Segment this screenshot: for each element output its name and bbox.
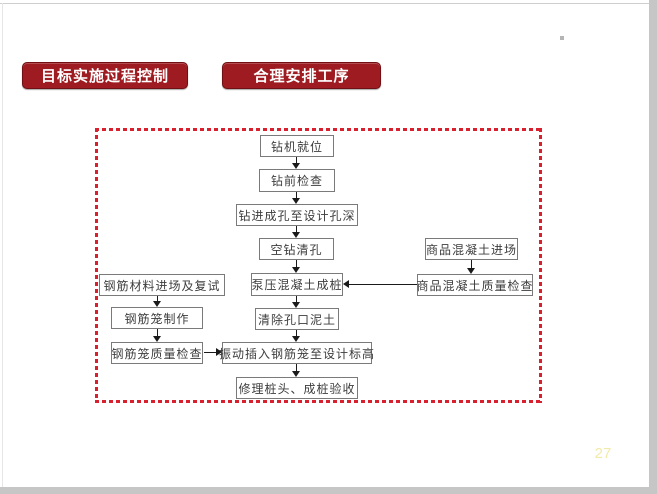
arrow-down-icon	[292, 330, 301, 342]
slide-bottom-margin	[0, 487, 657, 494]
arrow-down-icon	[292, 260, 301, 273]
slide-top-border	[0, 3, 649, 4]
flow-node-clear-hole-mouth-soil: 清除孔口泥土	[255, 308, 339, 330]
arrow-down-icon	[153, 329, 162, 342]
flowchart-frame-left	[95, 128, 98, 403]
arrow-left-icon	[343, 280, 417, 289]
flow-node-empty-drill-clean-hole: 空钻清孔	[259, 238, 334, 260]
flow-node-drill-to-design-depth: 钻进成孔至设计孔深	[236, 204, 358, 226]
flow-node-commercial-concrete-quality-check: 商品混凝土质量检查	[417, 274, 533, 296]
flow-node-pile-head-repair-acceptance: 修理桩头、成桩验收	[236, 377, 358, 399]
flow-node-drill-rig-positioning: 钻机就位	[260, 135, 334, 157]
stray-mark	[560, 36, 564, 40]
flow-node-rebar-cage-fabrication: 钢筋笼制作	[111, 307, 203, 329]
flow-node-pre-drill-inspection: 钻前检查	[259, 169, 335, 192]
flowchart-frame-top	[95, 128, 542, 131]
arrow-down-icon	[292, 157, 301, 169]
flow-node-pump-concrete-pile: 泵压混凝土成桩	[251, 273, 343, 296]
flow-node-rebar-cage-quality-check: 钢筋笼质量检查	[111, 342, 203, 364]
arrow-down-icon	[292, 226, 301, 238]
flow-node-commercial-concrete-entry: 商品混凝土进场	[425, 238, 518, 260]
arrow-down-icon	[292, 192, 301, 204]
flow-node-rebar-material-entry-retest: 钢筋材料进场及复试	[99, 274, 225, 296]
page-number: 27	[594, 445, 612, 462]
header-badge-process-control: 目标实施过程控制	[22, 62, 188, 89]
flow-node-insert-rebar-cage-to-elevation: 振动插入钢筋笼至设计标高	[219, 342, 374, 364]
header-badge-work-sequence: 合理安排工序	[222, 62, 381, 89]
arrow-down-icon	[467, 260, 476, 274]
arrow-down-icon	[153, 296, 162, 307]
flowchart-frame-right	[539, 128, 542, 403]
slide-left-border	[2, 3, 3, 487]
slide-right-margin	[649, 0, 657, 494]
arrow-down-icon	[292, 296, 301, 308]
flowchart-frame-bottom	[95, 400, 542, 403]
arrow-right-icon	[204, 348, 222, 357]
arrow-down-icon	[292, 364, 301, 377]
